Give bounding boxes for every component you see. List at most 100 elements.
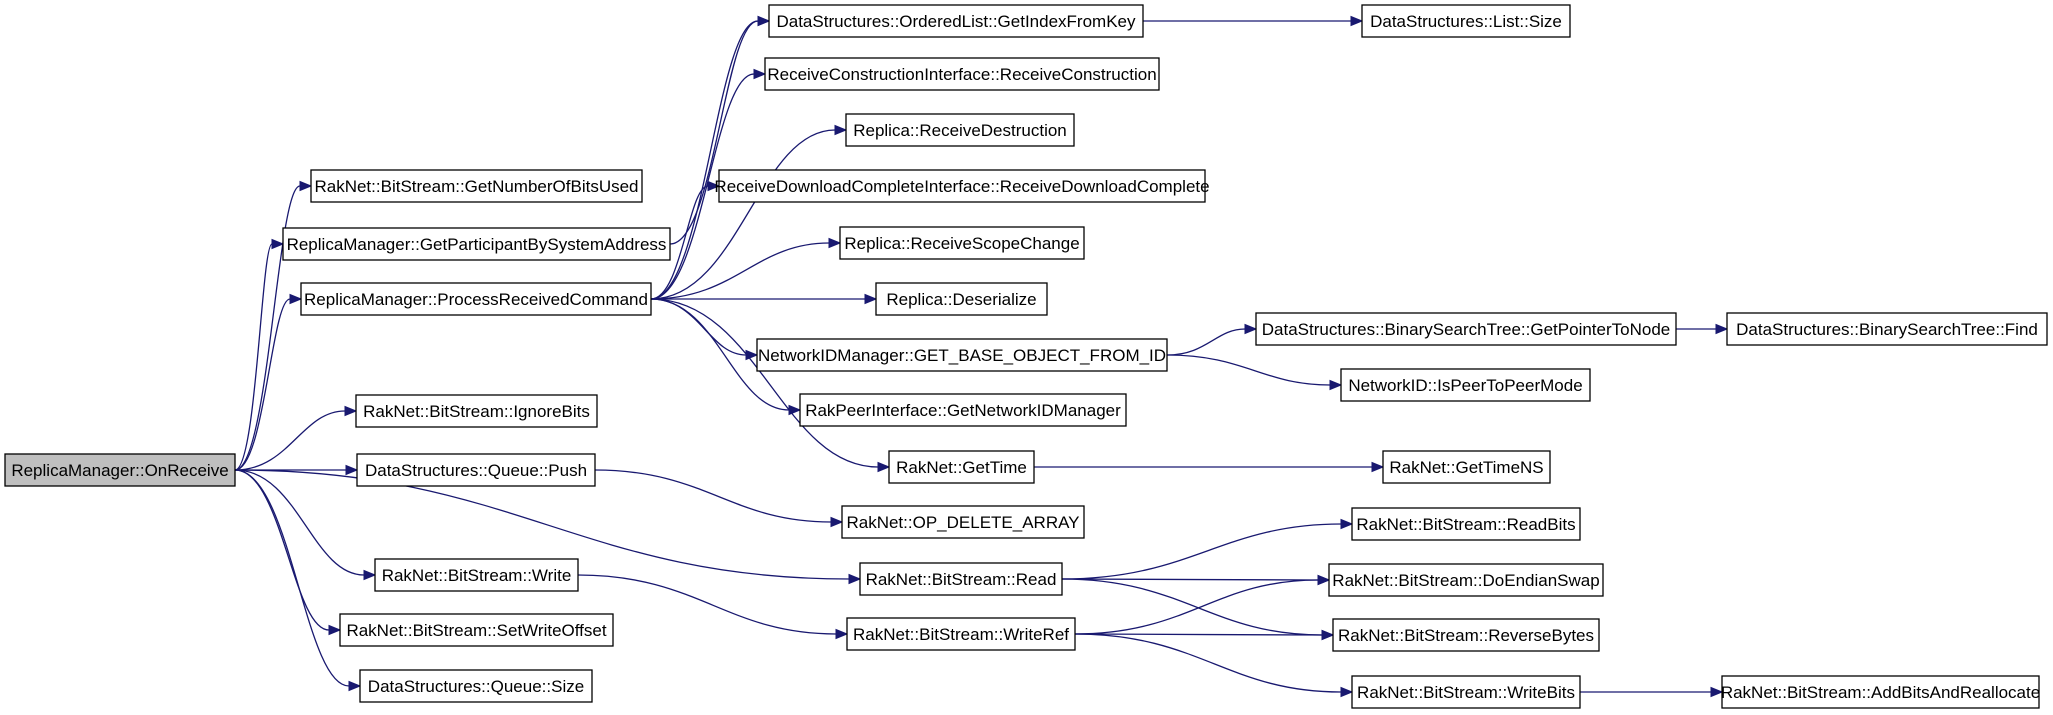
node-reverseBytes[interactable]: RakNet::BitStream::ReverseBytes bbox=[1332, 618, 1600, 652]
node-endianSwap[interactable]: RakNet::BitStream::DoEndianSwap bbox=[1328, 563, 1604, 597]
node-opDelete[interactable]: RakNet::OP_DELETE_ARRAY bbox=[841, 505, 1085, 539]
svg-text:RakNet::BitStream::WriteBits: RakNet::BitStream::WriteBits bbox=[1357, 683, 1575, 702]
arrowhead-processCmd-to-getTime bbox=[877, 461, 891, 473]
node-deserialize[interactable]: Replica::Deserialize bbox=[875, 282, 1048, 316]
svg-text:DataStructures::Queue::Push: DataStructures::Queue::Push bbox=[365, 461, 587, 480]
svg-text:NetworkID::IsPeerToPeerMode: NetworkID::IsPeerToPeerMode bbox=[1348, 376, 1582, 395]
edge-getBaseObj-to-getPtrToNode bbox=[1166, 328, 1246, 356]
edge-root-to-ignoreBits bbox=[234, 410, 346, 471]
node-getTimeNS[interactable]: RakNet::GetTimeNS bbox=[1382, 450, 1551, 484]
edge-processCmd-to-recvDestruction bbox=[650, 129, 836, 300]
node-getTime[interactable]: RakNet::GetTime bbox=[888, 450, 1035, 484]
svg-text:RakNet::BitStream::AddBitsAndR: RakNet::BitStream::AddBitsAndReallocate bbox=[1721, 683, 2040, 702]
edges-layer bbox=[234, 15, 1729, 698]
svg-text:RakNet::BitStream::IgnoreBits: RakNet::BitStream::IgnoreBits bbox=[363, 402, 590, 421]
svg-text:RakNet::BitStream::Read: RakNet::BitStream::Read bbox=[866, 570, 1057, 589]
arrowhead-queuePush-to-opDelete bbox=[830, 516, 844, 528]
edge-bsRead-to-reverseBytes bbox=[1061, 578, 1323, 636]
edge-processCmd-to-recvScope bbox=[650, 242, 830, 300]
arrowhead-bsRead-to-readBits bbox=[1340, 518, 1354, 530]
svg-text:RakNet::BitStream::SetWriteOff: RakNet::BitStream::SetWriteOffset bbox=[346, 621, 606, 640]
node-listSize[interactable]: DataStructures::List::Size bbox=[1361, 4, 1571, 38]
edge-writeRef-to-endianSwap bbox=[1074, 579, 1319, 635]
arrowhead-root-to-bsRead bbox=[848, 573, 862, 585]
node-recvConstruction[interactable]: ReceiveConstructionInterface::ReceiveCon… bbox=[764, 57, 1160, 91]
edge-processCmd-to-getTime bbox=[650, 298, 879, 468]
arrowhead-processCmd-to-getNetIDMgr bbox=[788, 404, 802, 416]
edge-writeRef-to-writeBits bbox=[1074, 633, 1342, 693]
arrowhead-processCmd-to-getIndexFromKey bbox=[757, 15, 771, 27]
node-bstFind[interactable]: DataStructures::BinarySearchTree::Find bbox=[1726, 312, 2048, 346]
node-getParticipant[interactable]: ReplicaManager::GetParticipantBySystemAd… bbox=[282, 227, 671, 261]
node-getBaseObj[interactable]: NetworkIDManager::GET_BASE_OBJECT_FROM_I… bbox=[756, 338, 1168, 372]
svg-text:RakNet::BitStream::Write: RakNet::BitStream::Write bbox=[382, 566, 572, 585]
svg-text:RakNet::BitStream::ReverseByte: RakNet::BitStream::ReverseBytes bbox=[1338, 626, 1594, 645]
svg-text:RakNet::GetTimeNS: RakNet::GetTimeNS bbox=[1389, 458, 1543, 477]
node-ignoreBits[interactable]: RakNet::BitStream::IgnoreBits bbox=[355, 394, 598, 428]
node-writeRef[interactable]: RakNet::BitStream::WriteRef bbox=[846, 617, 1076, 651]
svg-text:RakNet::BitStream::GetNumberOf: RakNet::BitStream::GetNumberOfBitsUsed bbox=[314, 177, 638, 196]
node-processCmd[interactable]: ReplicaManager::ProcessReceivedCommand bbox=[300, 282, 652, 316]
svg-text:ReceiveDownloadCompleteInterfa: ReceiveDownloadCompleteInterface::Receiv… bbox=[714, 177, 1209, 196]
arrowhead-processCmd-to-recvScope bbox=[828, 237, 842, 249]
svg-text:Replica::ReceiveDestruction: Replica::ReceiveDestruction bbox=[853, 121, 1067, 140]
node-bsWrite[interactable]: RakNet::BitStream::Write bbox=[374, 558, 579, 592]
node-bsRead[interactable]: RakNet::BitStream::Read bbox=[859, 562, 1063, 596]
edge-root-to-bsRead bbox=[234, 469, 850, 580]
node-isP2P[interactable]: NetworkID::IsPeerToPeerMode bbox=[1340, 368, 1591, 402]
node-queuePush[interactable]: DataStructures::Queue::Push bbox=[356, 453, 596, 487]
arrowhead-processCmd-to-recvDownload bbox=[707, 180, 721, 192]
edge-root-to-queueSize bbox=[234, 469, 350, 687]
node-getIndexFromKey[interactable]: DataStructures::OrderedList::GetIndexFro… bbox=[768, 4, 1144, 38]
edge-root-to-getNumBits bbox=[234, 185, 301, 471]
node-setWriteOffset[interactable]: RakNet::BitStream::SetWriteOffset bbox=[339, 613, 614, 647]
arrowhead-root-to-ignoreBits bbox=[344, 405, 358, 417]
svg-text:RakNet::GetTime: RakNet::GetTime bbox=[896, 458, 1027, 477]
node-recvDownload[interactable]: ReceiveDownloadCompleteInterface::Receiv… bbox=[714, 169, 1210, 203]
node-root[interactable]: ReplicaManager::OnReceive bbox=[4, 453, 236, 487]
svg-text:Replica::Deserialize: Replica::Deserialize bbox=[886, 290, 1036, 309]
arrowhead-getPtrToNode-to-bstFind bbox=[1715, 323, 1729, 335]
svg-text:Replica::ReceiveScopeChange: Replica::ReceiveScopeChange bbox=[844, 234, 1079, 253]
svg-text:ReplicaManager::ProcessReceive: ReplicaManager::ProcessReceivedCommand bbox=[304, 290, 648, 309]
svg-text:RakNet::BitStream::ReadBits: RakNet::BitStream::ReadBits bbox=[1356, 515, 1575, 534]
arrowhead-processCmd-to-recvDestruction bbox=[834, 124, 848, 136]
node-getNumBits[interactable]: RakNet::BitStream::GetNumberOfBitsUsed bbox=[310, 169, 643, 203]
arrowhead-root-to-queueSize bbox=[348, 680, 362, 692]
arrowhead-getTime-to-getTimeNS bbox=[1371, 461, 1385, 473]
edge-queuePush-to-opDelete bbox=[594, 469, 832, 523]
edge-getBaseObj-to-isP2P bbox=[1166, 354, 1331, 386]
node-getNetIDMgr[interactable]: RakPeerInterface::GetNetworkIDManager bbox=[799, 393, 1127, 427]
arrowhead-bsWrite-to-writeRef bbox=[835, 628, 849, 640]
svg-text:ReplicaManager::GetParticipant: ReplicaManager::GetParticipantBySystemAd… bbox=[287, 235, 667, 254]
arrowhead-root-to-queuePush bbox=[345, 464, 359, 476]
edge-writeRef-to-reverseBytes bbox=[1074, 633, 1323, 636]
arrowhead-root-to-getParticipant bbox=[271, 238, 285, 250]
svg-text:RakPeerInterface::GetNetworkID: RakPeerInterface::GetNetworkIDManager bbox=[805, 401, 1121, 420]
edge-bsRead-to-readBits bbox=[1061, 523, 1342, 580]
node-queueSize[interactable]: DataStructures::Queue::Size bbox=[359, 669, 593, 703]
node-readBits[interactable]: RakNet::BitStream::ReadBits bbox=[1351, 507, 1581, 541]
svg-text:ReceiveConstructionInterface::: ReceiveConstructionInterface::ReceiveCon… bbox=[767, 65, 1156, 84]
edge-root-to-processCmd bbox=[234, 298, 291, 471]
arrowhead-writeBits-to-addBits bbox=[1710, 686, 1724, 698]
node-addBits[interactable]: RakNet::BitStream::AddBitsAndReallocate bbox=[1721, 675, 2040, 709]
svg-text:DataStructures::BinarySearchTr: DataStructures::BinarySearchTree::Find bbox=[1736, 320, 2038, 339]
arrowhead-writeRef-to-reverseBytes bbox=[1321, 629, 1335, 641]
arrowhead-getIndexFromKey-to-listSize bbox=[1350, 15, 1364, 27]
node-getPtrToNode[interactable]: DataStructures::BinarySearchTree::GetPoi… bbox=[1255, 312, 1677, 346]
node-recvScope[interactable]: Replica::ReceiveScopeChange bbox=[839, 226, 1085, 260]
node-writeBits[interactable]: RakNet::BitStream::WriteBits bbox=[1351, 675, 1581, 709]
arrowhead-processCmd-to-recvConstruction bbox=[753, 68, 767, 80]
edge-processCmd-to-getIndexFromKey bbox=[650, 20, 759, 300]
svg-text:RakNet::BitStream::WriteRef: RakNet::BitStream::WriteRef bbox=[853, 625, 1069, 644]
svg-text:NetworkIDManager::GET_BASE_OBJ: NetworkIDManager::GET_BASE_OBJECT_FROM_I… bbox=[758, 346, 1166, 365]
svg-text:DataStructures::OrderedList::G: DataStructures::OrderedList::GetIndexFro… bbox=[776, 12, 1136, 31]
edge-processCmd-to-getNetIDMgr bbox=[650, 298, 790, 411]
arrowhead-writeRef-to-writeBits bbox=[1340, 686, 1354, 698]
node-recvDestruction[interactable]: Replica::ReceiveDestruction bbox=[845, 113, 1075, 147]
arrowhead-root-to-bsWrite bbox=[363, 569, 377, 581]
arrowhead-processCmd-to-deserialize bbox=[864, 293, 878, 305]
arrowhead-getBaseObj-to-isP2P bbox=[1329, 379, 1343, 391]
arrowhead-getBaseObj-to-getPtrToNode bbox=[1244, 323, 1258, 335]
